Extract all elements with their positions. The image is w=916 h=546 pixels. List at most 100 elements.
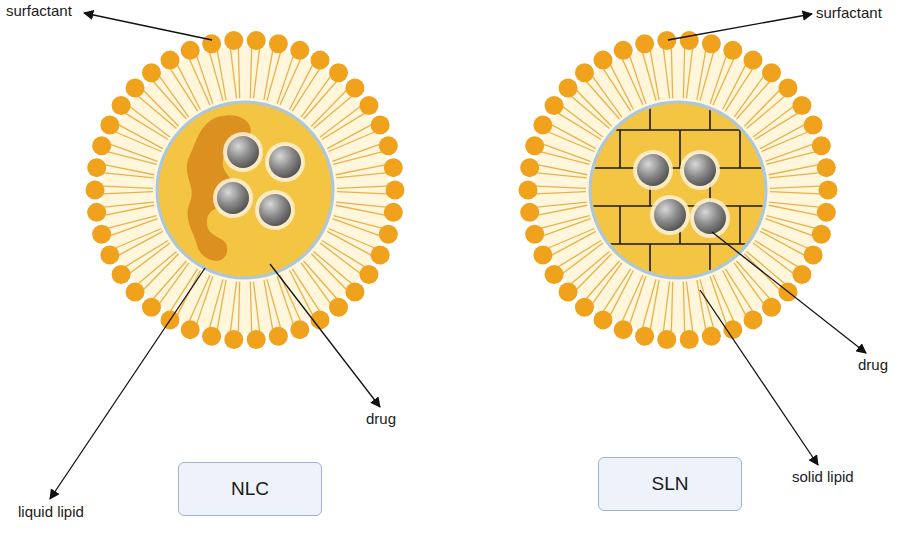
surfactant-head <box>575 63 594 82</box>
surfactant-head <box>142 63 161 82</box>
surfactant-head <box>371 246 390 265</box>
part-label: drug <box>366 410 396 427</box>
surfactant-head <box>290 320 309 339</box>
surfactant-head <box>614 320 633 339</box>
lipid-tails <box>536 48 820 332</box>
surfactant-head <box>744 310 763 329</box>
surfactant-head <box>290 41 309 60</box>
leader-line <box>700 290 818 465</box>
leader-line <box>270 264 380 407</box>
drug-molecules <box>633 150 730 238</box>
surfactant-head <box>269 327 288 346</box>
surfactant-head <box>614 41 633 60</box>
surfactant-head <box>384 158 403 177</box>
surfactant-head <box>181 320 200 339</box>
surfactant-head <box>100 246 119 265</box>
lipid-tails <box>103 48 387 332</box>
surfactant-head <box>329 298 348 317</box>
particle-name: NLC <box>231 478 269 500</box>
surfactant-head <box>142 298 161 317</box>
surfactant-head <box>723 41 742 60</box>
surfactant-head <box>559 283 578 302</box>
surfactant-head <box>545 96 564 115</box>
surfactant-head <box>371 115 390 134</box>
leader-line <box>84 13 212 40</box>
surfactant-head <box>525 136 544 155</box>
part-label: surfactant <box>816 4 882 21</box>
surfactant-head <box>386 181 405 200</box>
surfactant-head <box>792 96 811 115</box>
surfactant-head <box>345 78 364 97</box>
surfactant-head <box>126 283 145 302</box>
surfactant-head <box>87 203 106 222</box>
part-label: liquid lipid <box>18 503 84 520</box>
surfactant-head <box>359 96 378 115</box>
surfactant-head <box>680 330 699 349</box>
surfactant-head <box>702 34 721 53</box>
surfactant-head <box>247 330 266 349</box>
surfactant-head <box>525 225 544 244</box>
surfactant-head <box>804 246 823 265</box>
surfactant-head <box>161 51 180 70</box>
name-box: SLN <box>598 457 742 511</box>
surfactant-head <box>792 265 811 284</box>
surfactant-head <box>559 78 578 97</box>
surfactant-head <box>92 136 111 155</box>
surfactant-head <box>112 96 131 115</box>
surfactant-head <box>359 265 378 284</box>
surfactant-head <box>533 115 552 134</box>
surfactant-head <box>86 181 105 200</box>
surfactant-head <box>657 31 676 50</box>
leader-lines <box>50 13 866 499</box>
surfactant-head <box>126 78 145 97</box>
surfactant-head <box>379 136 398 155</box>
surfactant-head <box>269 34 288 53</box>
surfactant-head <box>100 115 119 134</box>
surfactant-heads <box>519 31 838 349</box>
surfactant-head <box>817 203 836 222</box>
solid-lipid-lattice <box>590 90 766 290</box>
surfactant-head <box>112 265 131 284</box>
surfactant-head <box>819 181 838 200</box>
surfactant-head <box>202 34 221 53</box>
surfactant-head <box>545 265 564 284</box>
surfactant-head <box>202 327 221 346</box>
lipid-core <box>157 102 333 278</box>
surfactant-head <box>533 246 552 265</box>
surfactant-head <box>247 31 266 50</box>
surfactant-head <box>87 158 106 177</box>
surfactant-head <box>329 63 348 82</box>
surfactant-head <box>384 203 403 222</box>
shell-ground <box>534 46 822 334</box>
surfactant-head <box>744 51 763 70</box>
surfactant-head <box>680 31 699 50</box>
surfactant-head <box>778 78 797 97</box>
surfactant-head <box>817 158 836 177</box>
surfactant-head <box>520 158 539 177</box>
surfactant-head <box>181 41 200 60</box>
particle-name: SLN <box>652 473 689 495</box>
surfactant-head <box>657 330 676 349</box>
surfactant-head <box>575 298 594 317</box>
surfactant-head <box>812 225 831 244</box>
sln-particle <box>519 31 838 349</box>
lipid-core <box>590 102 766 278</box>
surfactant-head <box>345 283 364 302</box>
nlc-particle <box>86 31 405 349</box>
surfactant-head <box>804 115 823 134</box>
part-label: drug <box>858 356 888 373</box>
surfactant-head <box>702 327 721 346</box>
surfactant-head <box>594 51 613 70</box>
surfactant-head <box>224 31 243 50</box>
surfactant-head <box>92 225 111 244</box>
surfactant-head <box>519 181 538 200</box>
leader-line <box>668 14 812 40</box>
surfactant-head <box>762 63 781 82</box>
surfactant-head <box>224 330 243 349</box>
surfactant-head <box>594 310 613 329</box>
surfactant-head <box>762 298 781 317</box>
surfactant-head <box>520 203 539 222</box>
surfactant-head <box>311 51 330 70</box>
part-label: solid lipid <box>792 468 854 485</box>
